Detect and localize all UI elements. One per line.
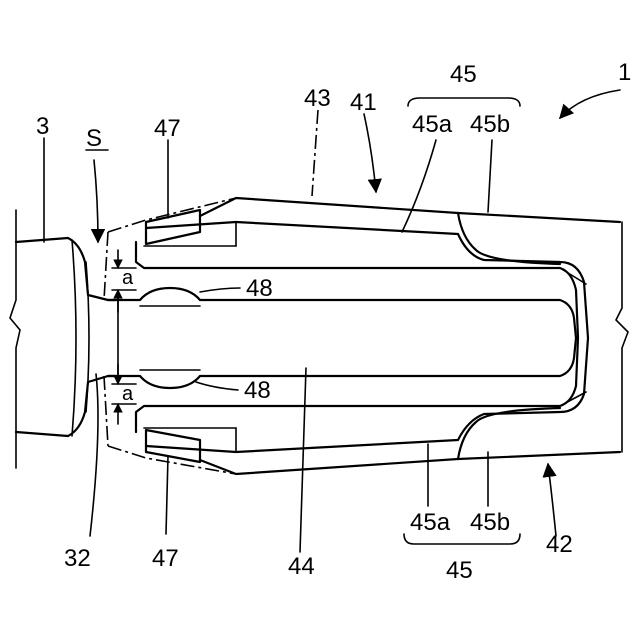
label-42: 42 [546,531,573,558]
label-44: 44 [288,553,315,580]
left-member-3 [10,210,116,468]
label-45-top: 45 [450,61,477,88]
label-48-top: 48 [246,275,273,302]
label-S: S [86,125,102,152]
label-47-top: 47 [154,115,181,142]
label-32: 32 [64,545,91,572]
leader-lines [44,90,620,552]
central-shaft [108,288,576,388]
outer-body [200,198,628,474]
label-a-top: a [122,267,134,289]
label-48-bottom: 48 [244,377,271,404]
label-45b-top: 45b [470,111,510,138]
label-a-bottom: a [122,383,134,405]
label-45-bottom: 45 [446,557,473,584]
label-41: 41 [350,89,377,116]
label-45a-top: 45a [412,111,453,138]
label-45a-bottom: 45a [410,509,451,536]
label-43: 43 [304,85,331,112]
reference-labels: 1 3 S 47 43 41 45 45a 45b 48 48 a a 32 4… [36,59,631,584]
label-3: 3 [36,113,49,140]
label-47-bottom: 47 [152,545,179,572]
inner-walls [136,222,588,452]
label-1: 1 [618,59,631,86]
outline-43-left [104,232,108,446]
label-45b-bottom: 45b [470,509,510,536]
